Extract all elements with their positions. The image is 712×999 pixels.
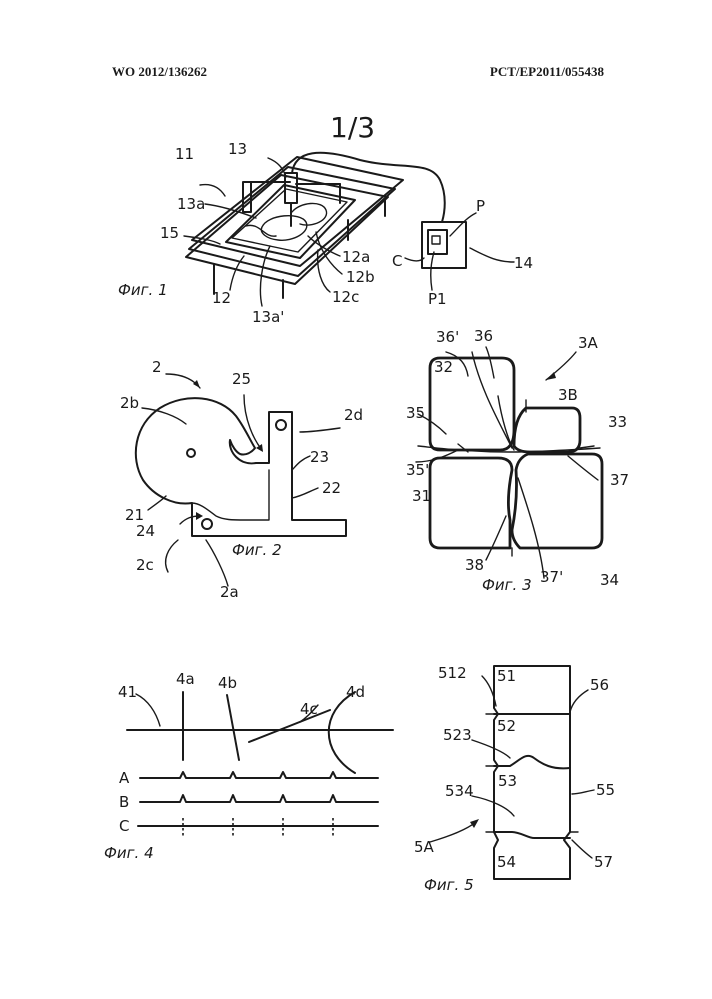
fig1-label-11: 11: [175, 145, 194, 163]
fig1-label-P1: P1: [428, 290, 447, 308]
fig3-label-3B: 3B: [558, 386, 578, 404]
fig1-label-P: P: [476, 197, 485, 215]
fig5-label-54: 54: [497, 853, 516, 871]
fig3-label-31: 31: [412, 487, 431, 505]
fig2-part-outline: [134, 373, 347, 537]
fig2-label-23: 23: [310, 448, 329, 466]
fig5-label-56: 56: [590, 676, 609, 694]
sheet-number: 1/3: [330, 111, 375, 144]
fig2-label-24: 24: [136, 522, 155, 540]
fig5-caption: Фиг. 5: [424, 876, 474, 894]
application-number: PCT/EP2011/055438: [490, 64, 605, 79]
fig2-label-2b: 2b: [120, 394, 139, 412]
fig3-leader-lines: [415, 346, 599, 579]
fig2-label-22: 22: [322, 479, 341, 497]
fig3-label-37: 37: [610, 471, 629, 489]
fig3-label-3A: 3A: [578, 334, 599, 352]
fig1-label-15: 15: [160, 224, 179, 242]
fig4-label-row-C: C: [119, 817, 129, 835]
fig2-label-2: 2: [152, 358, 162, 376]
fig3-label-35: 35: [406, 404, 425, 422]
fig4-label-4b: 4b: [218, 674, 237, 692]
fig1-apparatus-drawing: [185, 151, 467, 299]
fig1-label-12: 12: [212, 289, 231, 307]
publication-number: WO 2012/136262: [112, 64, 207, 79]
fig2-label-2d: 2d: [344, 406, 363, 424]
fig1-leader-lines: [183, 157, 515, 307]
fig5-label-5A: 5A: [414, 838, 435, 856]
fig4-label-row-A: A: [119, 769, 130, 787]
fig5-label-534: 534: [445, 782, 474, 800]
fig3-caption: Фиг. 3: [482, 576, 532, 594]
fig1-label-12c: 12c: [332, 288, 359, 306]
fig3-label-37-prime: 37': [540, 568, 563, 586]
fig3-pieces: [417, 351, 604, 557]
fig3-label-33: 33: [608, 413, 627, 431]
fig5-label-53: 53: [498, 772, 517, 790]
fig3-label-38: 38: [465, 556, 484, 574]
figure-2: 2 25 2b 2d 23 22 21 24 2c 2a Фиг. 2: [120, 358, 363, 601]
figure-3: 36' 36 3A 32 3B 35 33 35' 37 31 34 38 37…: [406, 327, 629, 594]
fig3-label-32: 32: [434, 358, 453, 376]
fig1-label-12b: 12b: [346, 268, 375, 286]
fig1-caption: Фиг. 1: [118, 281, 168, 299]
figure-5: 512 51 56 52 523 53 534 55 5A 54 57 Фиг.…: [414, 664, 615, 894]
fig3-label-36: 36: [474, 327, 493, 345]
figure-1: 11 13 13a 15 12 13a' 12a 12b 12c P C P1 …: [118, 140, 533, 326]
fig3-label-35-prime: 35': [406, 461, 429, 479]
fig5-leader-lines: [429, 675, 595, 859]
fig1-label-13: 13: [228, 140, 247, 158]
fig4-label-4a: 4a: [176, 670, 195, 688]
fig2-label-25: 25: [232, 370, 251, 388]
fig5-label-57: 57: [594, 853, 613, 871]
fig1-label-13a: 13a: [177, 195, 205, 213]
fig2-label-2a: 2a: [220, 583, 239, 601]
fig4-seam-drawing: [126, 691, 394, 838]
fig5-label-512: 512: [438, 664, 467, 682]
fig1-label-13a-prime: 13a': [252, 308, 284, 326]
fig5-strip-drawing: [485, 665, 579, 880]
fig1-label-12a: 12a: [342, 248, 370, 266]
fig5-label-52: 52: [497, 717, 516, 735]
fig4-label-4d: 4d: [346, 683, 365, 701]
fig1-label-C: C: [392, 252, 402, 270]
fig4-leader-lines: [135, 693, 319, 727]
fig1-label-14: 14: [514, 254, 533, 272]
fig2-label-2c: 2c: [136, 556, 154, 574]
fig3-label-34: 34: [600, 571, 619, 589]
fig2-leader-lines: [141, 407, 341, 587]
fig4-caption: Фиг. 4: [104, 844, 154, 862]
fig5-label-51: 51: [497, 667, 516, 685]
fig4-label-4c: 4c: [300, 700, 318, 718]
fig5-label-523: 523: [443, 726, 472, 744]
fig4-label-row-B: B: [119, 793, 129, 811]
fig2-caption: Фиг. 2: [232, 541, 282, 559]
fig5-label-55: 55: [596, 781, 615, 799]
figure-4: 41 4a 4b 4c 4d A B C Фиг. 4: [104, 670, 394, 862]
fig4-label-41: 41: [118, 683, 137, 701]
fig3-label-36-prime: 36': [436, 328, 459, 346]
fig2-label-21: 21: [125, 506, 144, 524]
